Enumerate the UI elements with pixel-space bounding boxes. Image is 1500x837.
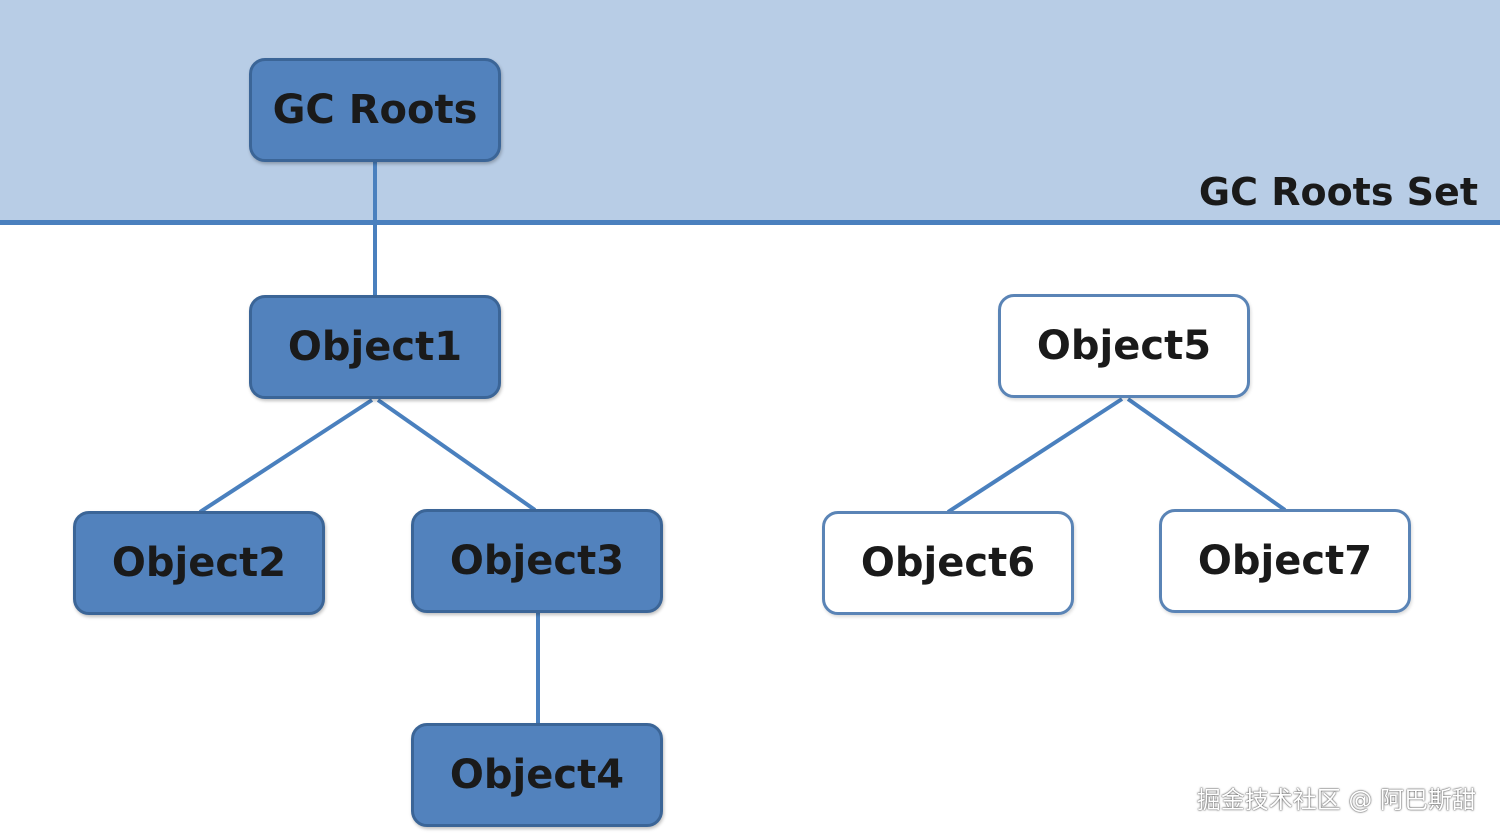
node-object6-label: Object6 (860, 540, 1036, 586)
gc-roots-set-boundary (0, 220, 1500, 225)
gc-roots-set-label: GC Roots Set (1198, 170, 1478, 214)
node-object6: Object6 (822, 511, 1074, 615)
watermark-text: 掘金技术社区 @ 阿巴斯甜 (1196, 786, 1476, 814)
node-gc-roots-label: GC Roots (272, 87, 478, 133)
edge-object5-object6 (946, 397, 1124, 514)
edge-object1-object3 (376, 398, 537, 512)
node-object7-label: Object7 (1197, 538, 1373, 584)
node-object2-label: Object2 (111, 540, 287, 586)
node-object5-label: Object5 (1036, 323, 1212, 369)
node-gc-roots: GC Roots (249, 58, 501, 162)
node-object1-label: Object1 (287, 324, 463, 370)
node-object5: Object5 (998, 294, 1250, 398)
edge-object1-object2 (198, 398, 374, 514)
node-object7: Object7 (1159, 509, 1411, 613)
node-object1: Object1 (249, 295, 501, 399)
node-object3: Object3 (411, 509, 663, 613)
node-object3-label: Object3 (449, 538, 625, 584)
node-object4-label: Object4 (449, 752, 625, 798)
edge-object5-object7 (1126, 397, 1287, 512)
node-object2: Object2 (73, 511, 325, 615)
node-object4: Object4 (411, 723, 663, 827)
